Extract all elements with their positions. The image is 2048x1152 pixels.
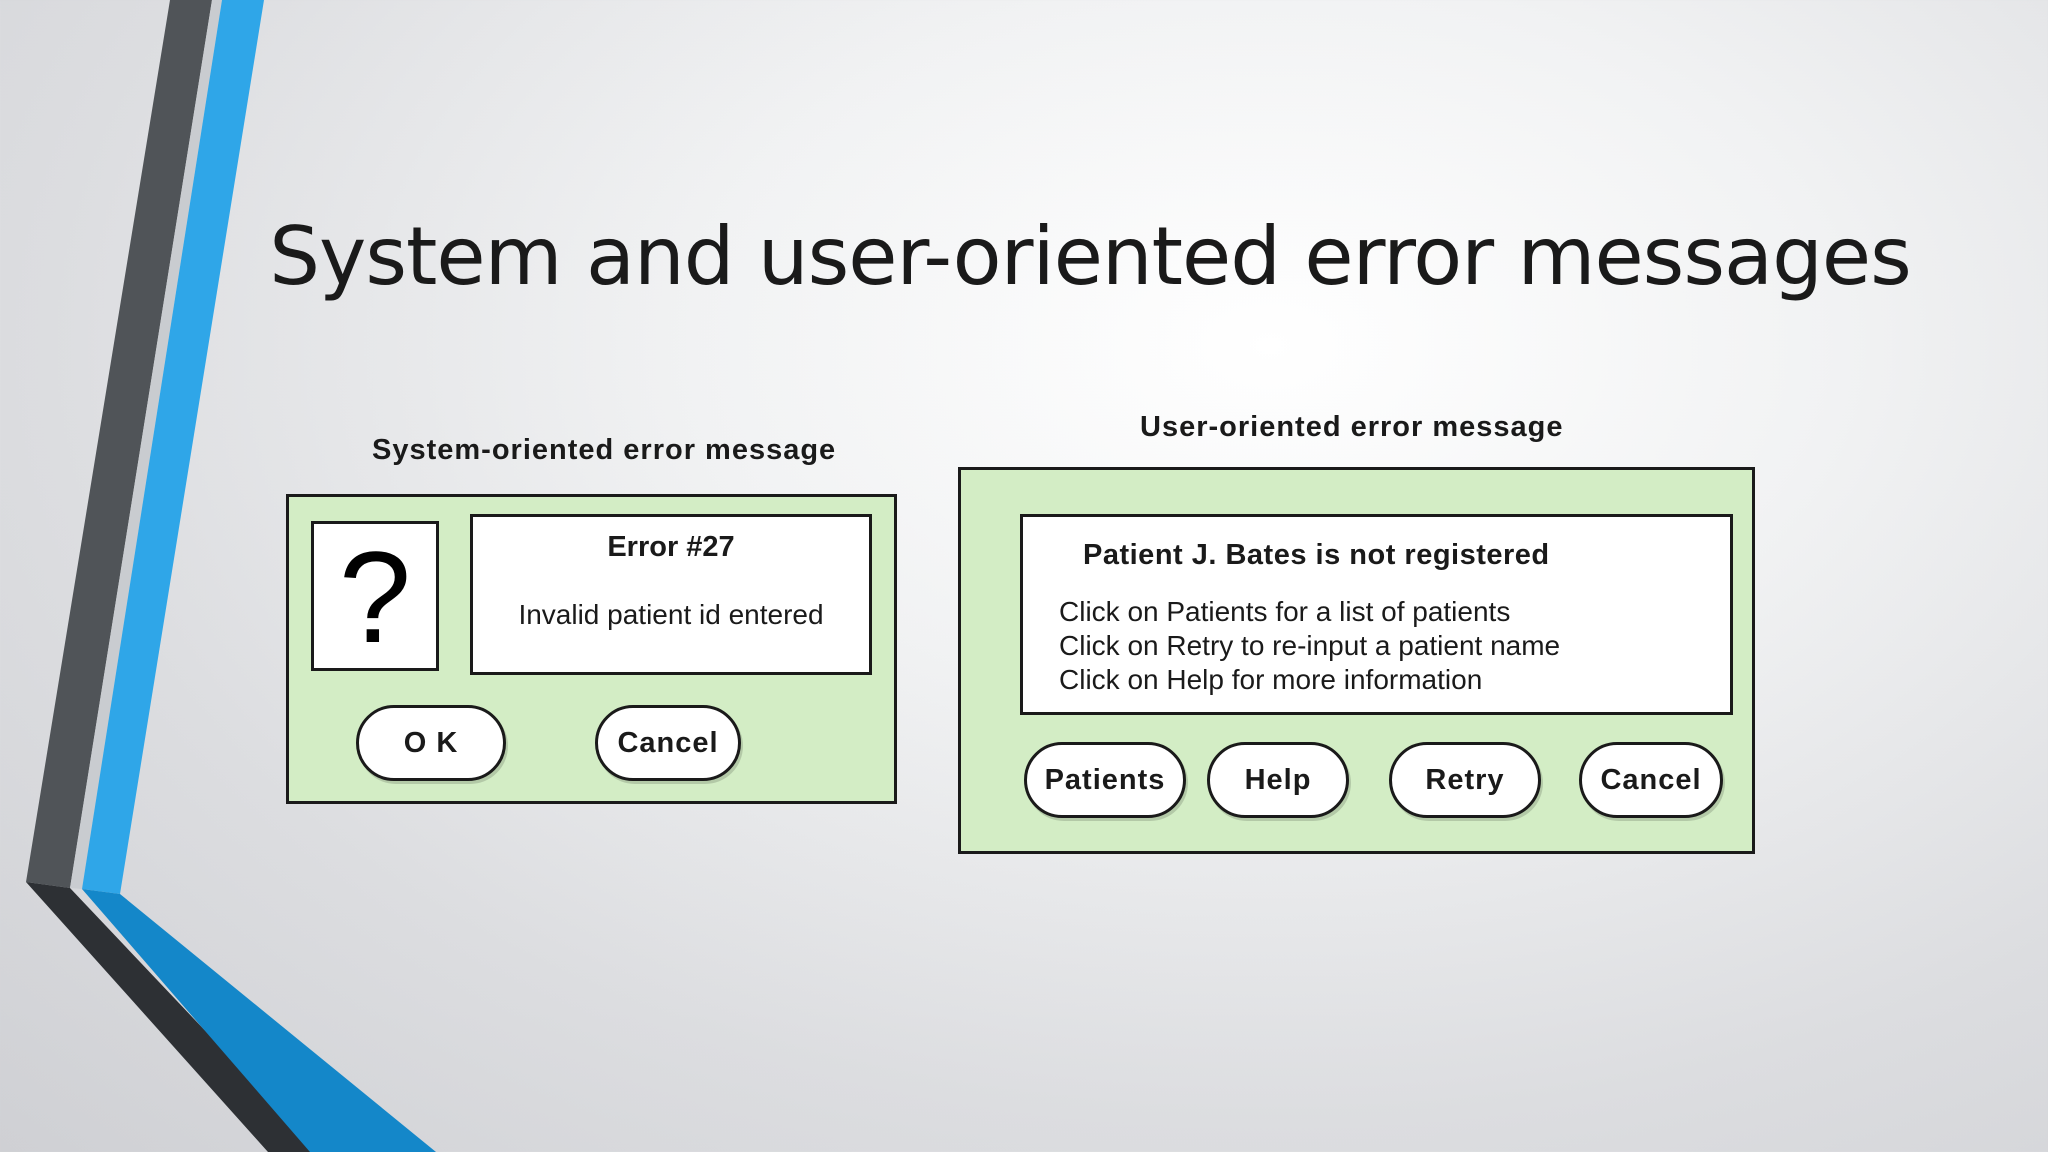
error-code-title: Error #27 <box>607 531 735 563</box>
user-error-message-box: Patient J. Bates is not registered Click… <box>1020 514 1733 715</box>
user-error-caption: User-oriented error message <box>1140 411 1564 443</box>
cancel-button[interactable]: Cancel <box>1579 742 1723 818</box>
blue-band <box>82 0 264 894</box>
question-mark-icon: ? <box>311 521 439 671</box>
slide-title: System and user-oriented error messages <box>269 210 1912 303</box>
patients-button[interactable]: Patients <box>1024 742 1186 818</box>
error-description: Invalid patient id entered <box>518 599 824 630</box>
charcoal-lower-band <box>26 882 320 1152</box>
ok-button[interactable]: O K <box>356 705 506 781</box>
light-gap-band <box>70 0 222 889</box>
dark-gray-band <box>26 0 212 888</box>
system-error-message-box: Error #27 Invalid patient id entered <box>470 514 872 675</box>
dark-blue-lower-band <box>82 889 436 1152</box>
cancel-button[interactable]: Cancel <box>595 705 741 781</box>
system-error-dialog: ? Error #27 Invalid patient id entered O… <box>286 494 897 804</box>
user-error-title: Patient J. Bates is not registered <box>1083 539 1550 571</box>
instruction-line-retry: Click on Retry to re-input a patient nam… <box>1059 630 1561 661</box>
help-button[interactable]: Help <box>1207 742 1349 818</box>
system-error-caption: System-oriented error message <box>372 434 837 466</box>
instruction-line-help: Click on Help for more information <box>1059 664 1483 695</box>
instruction-line-patients: Click on Patients for a list of patients <box>1059 596 1511 627</box>
retry-button[interactable]: Retry <box>1389 742 1541 818</box>
user-error-dialog: Patient J. Bates is not registered Click… <box>958 467 1755 854</box>
